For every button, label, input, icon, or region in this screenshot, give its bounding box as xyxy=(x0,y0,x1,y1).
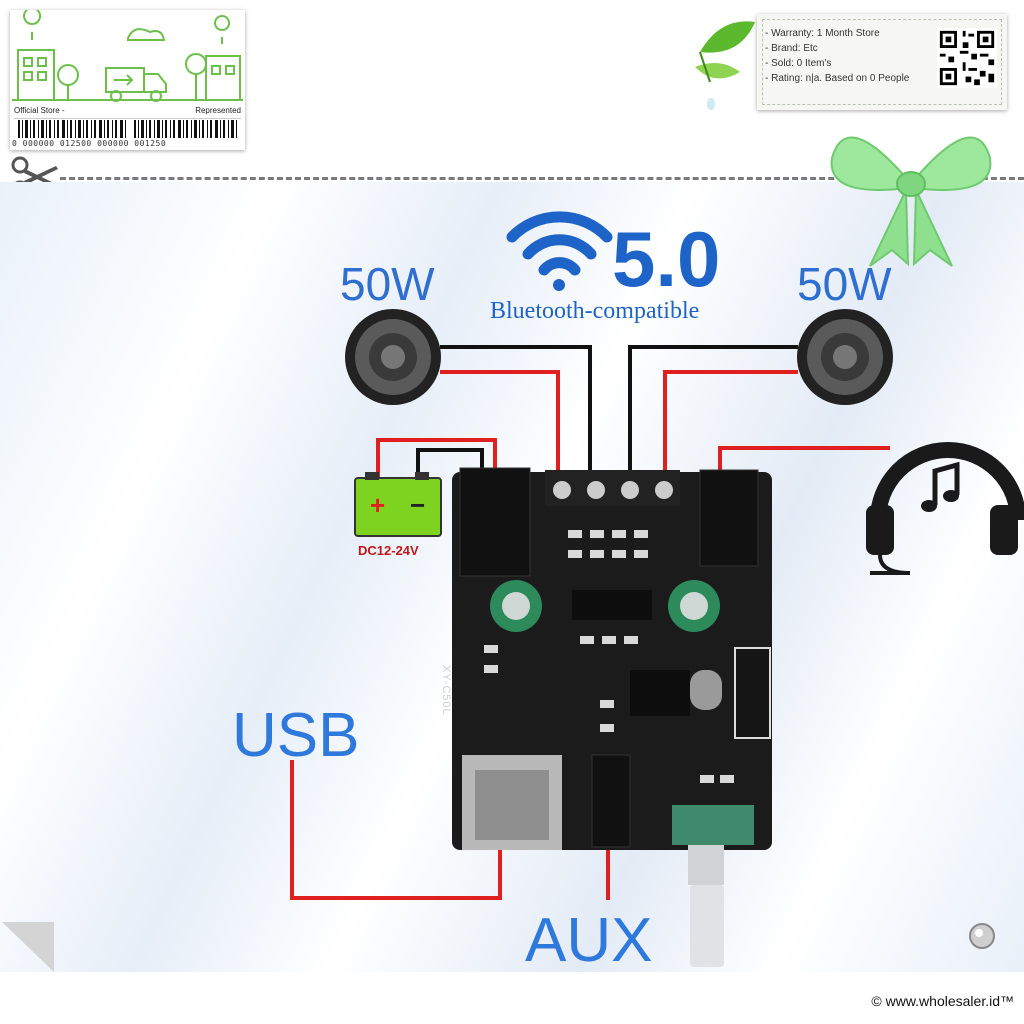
left-speaker-power-label: 50W xyxy=(340,258,435,310)
brand-text: - Brand: Etc xyxy=(765,43,818,54)
qr-code xyxy=(937,28,997,88)
page-curl-icon xyxy=(2,922,54,972)
product-image: + − xyxy=(0,182,1024,972)
headphones-icon xyxy=(866,442,1024,575)
battery-plus-symbol: + xyxy=(370,490,385,520)
gift-bow-icon xyxy=(830,136,992,267)
battery-minus-symbol: − xyxy=(410,490,425,520)
cut-line xyxy=(60,177,1024,180)
product-diagram: + − xyxy=(2,211,1024,972)
bluetooth-version-label: 5.0 xyxy=(612,215,721,303)
usb-port-label: USB xyxy=(232,701,360,770)
store-badge: Official Store - Represented 0 000000 01… xyxy=(10,10,245,150)
pin-icon xyxy=(969,923,995,949)
product-info-card: - Warranty: 1 Month Store - Brand: Etc -… xyxy=(757,14,1007,110)
amplifier-board xyxy=(452,467,772,967)
speaker-right-icon xyxy=(797,309,893,405)
battery-icon xyxy=(354,472,442,537)
city-delivery-illustration xyxy=(12,10,243,102)
info-card-border xyxy=(762,19,1002,105)
store-badge-caption: Official Store - Represented xyxy=(14,106,241,119)
barcode xyxy=(18,120,237,138)
aux-port-label: AUX xyxy=(525,906,653,972)
store-status-text: Represented xyxy=(195,106,241,115)
sold-text: - Sold: 0 Item's xyxy=(765,58,832,69)
speaker-wires xyxy=(290,345,890,900)
board-model-marking: XY-C50L xyxy=(440,665,452,716)
right-speaker-power-label: 50W xyxy=(797,258,892,310)
warranty-text: - Warranty: 1 Month Store xyxy=(765,28,880,39)
info-list: - Warranty: 1 Month Store - Brand: Etc -… xyxy=(765,26,909,86)
copyright-text: © www.wholesaler.id™ xyxy=(871,993,1014,1009)
rating-text: - Rating: n|a. Based on 0 People xyxy=(765,73,910,84)
store-type-text: Official Store - xyxy=(14,106,65,115)
power-input-label: DC12-24V xyxy=(358,543,419,558)
barcode-number: 0 000000 012500 000000 001250 xyxy=(12,139,167,148)
wireless-signal-icon xyxy=(506,211,613,291)
speaker-left-icon xyxy=(345,309,441,405)
bluetooth-label: Bluetooth-compatible xyxy=(490,298,700,324)
leaves-icon xyxy=(695,21,755,110)
